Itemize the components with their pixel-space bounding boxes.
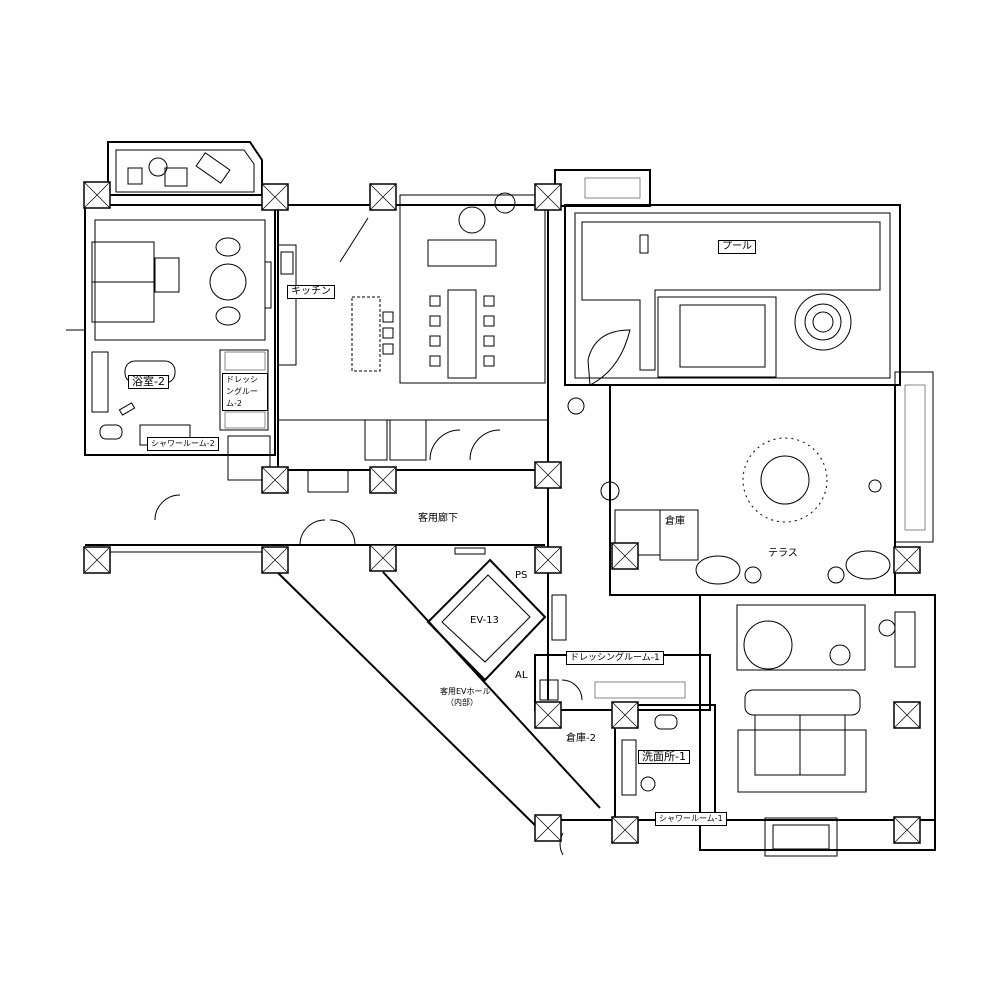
bathroom-2 bbox=[91, 349, 271, 481]
room-label-washroom-1: 洗面所-1 bbox=[638, 750, 690, 764]
room-label-kitchen: キッチン bbox=[287, 285, 335, 299]
room-label-dressing-2: ドレッシングルーム-2 bbox=[222, 373, 268, 411]
column-cross bbox=[534, 461, 562, 489]
suite-1 bbox=[699, 594, 936, 857]
room-label-terrace: テラス bbox=[768, 548, 798, 559]
room-label-ev: EV-13 bbox=[470, 615, 499, 626]
room-label-bath-2: 浴室-2 bbox=[128, 375, 169, 389]
column-cross bbox=[83, 181, 111, 209]
room-label-ev-hall-sub: （内部） bbox=[446, 698, 478, 707]
column-cross bbox=[83, 546, 111, 574]
room-label-al: AL bbox=[515, 670, 528, 681]
column-cross bbox=[261, 183, 289, 211]
column-cross bbox=[611, 816, 639, 844]
kitchen-living bbox=[277, 192, 549, 493]
column-cross bbox=[893, 546, 921, 574]
column-cross bbox=[534, 814, 562, 842]
room-label-guest-corridor: 客用廊下 bbox=[418, 513, 458, 524]
column-cross bbox=[534, 546, 562, 574]
column-cross bbox=[534, 701, 562, 729]
bathroom-1 bbox=[534, 654, 716, 821]
column-cross bbox=[369, 183, 397, 211]
room-label-pool: プール bbox=[718, 240, 756, 254]
column-cross bbox=[534, 183, 562, 211]
column-cross bbox=[261, 546, 289, 574]
elevator bbox=[426, 558, 567, 682]
balcony-top-left bbox=[107, 141, 263, 196]
room-label-dressing-1: ドレッシングルーム-1 bbox=[566, 651, 664, 665]
column-cross bbox=[611, 542, 639, 570]
room-label-ev-hall: 客用EVホール bbox=[440, 687, 491, 696]
room-label-storage: 倉庫 bbox=[665, 516, 685, 527]
column-cross bbox=[611, 701, 639, 729]
room-label-shower-2: シャワールーム-2 bbox=[147, 437, 219, 451]
room-label-ps: PS bbox=[515, 570, 528, 581]
column-cross bbox=[893, 701, 921, 729]
column-cross bbox=[369, 544, 397, 572]
structural-columns bbox=[83, 181, 921, 844]
column-cross bbox=[261, 466, 289, 494]
room-label-storage-2: 倉庫-2 bbox=[566, 733, 596, 744]
pool-area bbox=[554, 169, 901, 386]
bedroom-2 bbox=[66, 204, 276, 456]
column-cross bbox=[893, 816, 921, 844]
room-label-shower-1: シャワールーム-1 bbox=[655, 812, 727, 826]
column-cross bbox=[369, 466, 397, 494]
